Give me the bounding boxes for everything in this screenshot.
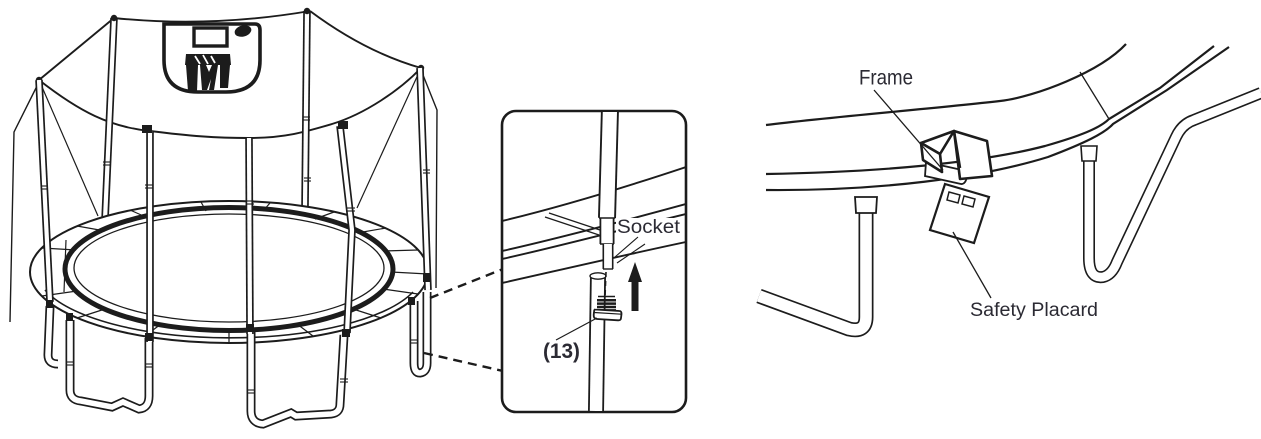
svg-text:(13): (13) xyxy=(543,340,580,363)
svg-text:Safety Placard: Safety Placard xyxy=(970,300,1098,321)
svg-text:Frame: Frame xyxy=(859,67,913,90)
svg-text:Socket: Socket xyxy=(617,216,681,238)
